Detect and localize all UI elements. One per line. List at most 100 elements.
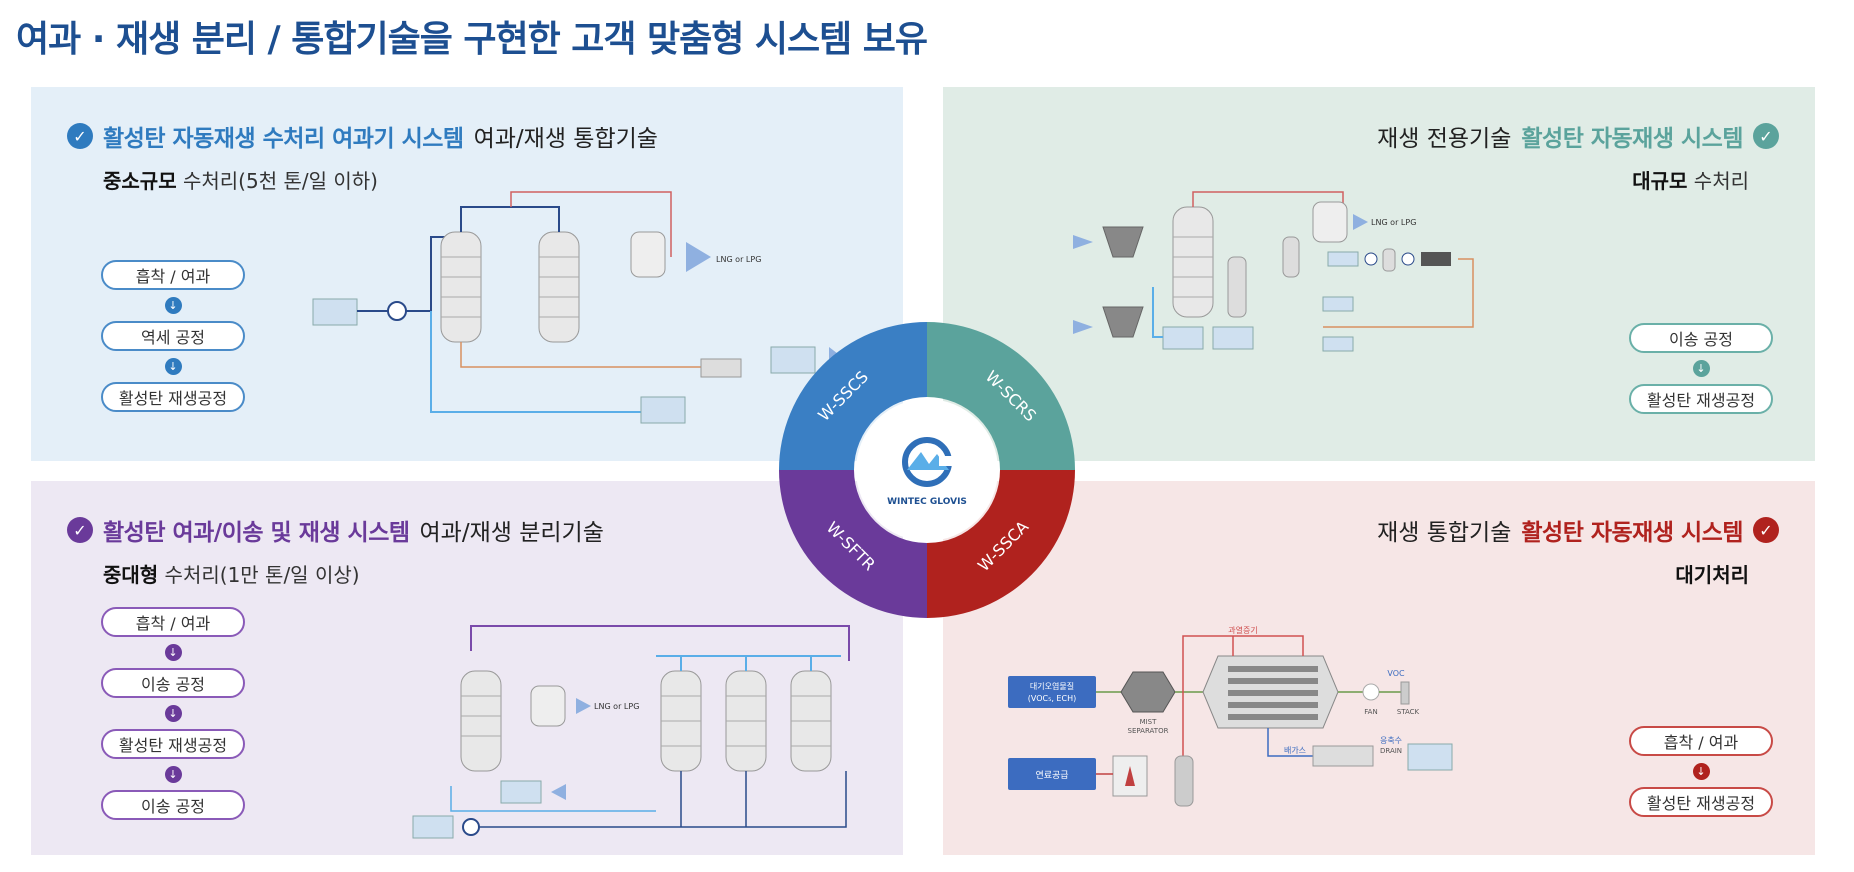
step-pill: 역세 공정: [101, 321, 245, 351]
diagram-label: SEPARATOR: [1128, 727, 1169, 735]
steam-generator-icon: [630, 231, 666, 278]
check-circle-icon: ✓: [67, 517, 93, 543]
diagram-label: 과열증기: [1228, 626, 1257, 635]
arrow-left-icon: [1073, 320, 1093, 334]
column-icon: [1282, 236, 1300, 278]
scale-bold: 중소규모: [103, 169, 177, 193]
step-pill: 흡착 / 여과: [1629, 726, 1773, 756]
diagram-label: (VOC₅, ECH): [1028, 694, 1076, 703]
panel-heading: ✓ 활성탄 자동재생 수처리 여과기 시스템 여과/재생 통합기술: [67, 119, 658, 153]
diagram-label: LNG or LPG: [716, 255, 761, 264]
scale-text: 대기처리: [1675, 559, 1749, 588]
tank-icon: [770, 346, 816, 374]
process-diagram-ssca: 대기오염물질 (VOC₅, ECH) 연료공급 MIST SEPARATOR 과…: [1008, 626, 1453, 807]
check-circle-icon: ✓: [1753, 517, 1779, 543]
reactor-icon: [1172, 206, 1214, 318]
diagram-label: 응축수: [1380, 736, 1402, 745]
steam-generator-icon: [1312, 201, 1348, 243]
pump-icon: [1401, 252, 1415, 266]
panel-heading: 재생 전용기술 활성탄 자동재생 시스템 ✓: [1377, 119, 1779, 153]
segment-ssca: [927, 470, 1075, 618]
tank-icon: [312, 298, 358, 326]
pump-icon: [1364, 252, 1378, 266]
system-name: 활성탄 자동재생 시스템: [1521, 126, 1743, 152]
segment-sftr: [779, 470, 927, 618]
step-pill: 흡착 / 여과: [101, 607, 245, 637]
reactor-icon: [440, 231, 482, 343]
column-icon: [1227, 256, 1247, 318]
process-steps: 흡착 / 여과 ↓ 활성탄 재생공정: [1629, 726, 1773, 817]
tank-icon: [1162, 326, 1204, 350]
arrow-left-icon: [1353, 214, 1368, 230]
tech-type: 여과/재생 통합기술: [473, 126, 658, 152]
stack-icon: [1400, 681, 1410, 705]
arrow-left-icon: [576, 698, 591, 714]
diagram-label: 대기오염물질: [1030, 682, 1074, 691]
tank-icon: [500, 780, 542, 804]
system-ring: W-SSCS W-SCRS W-SFTR W-SSCA: [779, 322, 1075, 618]
scale-bold: 대규모: [1632, 169, 1688, 193]
diagram-label: DRAIN: [1380, 747, 1402, 755]
hopper-icon: [1102, 226, 1144, 258]
filter-icon: [1421, 252, 1451, 266]
heat-exchanger-icon: [700, 358, 742, 378]
panel-scrs: 재생 전용기술 활성탄 자동재생 시스템 ✓ 대규모 수처리 이송 공정 ↓ 활…: [943, 87, 1815, 461]
segment-scrs: [927, 322, 1075, 470]
check-circle-icon: ✓: [67, 123, 93, 149]
arrow-down-icon: ↓: [164, 358, 182, 375]
reactor-icon: [538, 231, 580, 343]
hopper-icon: [1102, 306, 1144, 338]
logo-text: WINTEC GLOVIS: [887, 497, 967, 507]
arrow-down-icon: ↓: [1692, 763, 1710, 780]
scale-text: 중소규모 수처리(5천 톤/일 이하): [103, 165, 378, 194]
scale-rest: 수처리(1만 톤/일 이상): [158, 563, 360, 587]
panel-sftr: ✓ 활성탄 여과/이송 및 재생 시스템 여과/재생 분리기술 중대형 수처리(…: [31, 481, 903, 855]
scale-rest: 수처리: [1687, 169, 1749, 193]
panel-heading: 재생 통합기술 활성탄 자동재생 시스템 ✓: [1377, 513, 1779, 547]
tech-type: 재생 통합기술: [1377, 520, 1512, 546]
fan-icon: [1362, 683, 1380, 701]
diagram-label: FAN: [1364, 708, 1377, 716]
page-title: 여과 · 재생 분리 / 통합기술을 구현한 고객 맞춤형 시스템 보유: [16, 19, 928, 60]
system-name: 활성탄 자동재생 시스템: [1521, 520, 1743, 546]
arrow-down-icon: ↓: [1692, 360, 1710, 377]
scale-bold: 중대형: [103, 563, 159, 587]
process-diagram-sftr: LNG or LPG: [412, 625, 850, 839]
step-pill: 활성탄 재생공정: [1629, 787, 1773, 817]
diagram-label: 연료공급: [1035, 770, 1068, 781]
step-pill: 이송 공정: [1629, 323, 1773, 353]
system-name: 활성탄 자동재생 수처리 여과기 시스템: [103, 126, 464, 152]
pump-icon: [387, 301, 407, 321]
pump-icon: [462, 818, 480, 836]
diagram-label: LNG or LPG: [1371, 218, 1416, 227]
arrow-left-icon: [1073, 235, 1093, 249]
panel-heading: ✓ 활성탄 여과/이송 및 재생 시스템 여과/재생 분리기술: [67, 513, 604, 547]
mist-separator-icon: [1120, 671, 1176, 713]
reactor-icon: [460, 670, 502, 772]
step-pill: 흡착 / 여과: [101, 260, 245, 290]
fuel-supply-box: [1008, 758, 1096, 790]
step-pill: 활성탄 재생공정: [101, 729, 245, 759]
arrow-down-icon: ↓: [164, 705, 182, 722]
wintec-logo-icon: [902, 437, 955, 487]
scale-bold: 대기처리: [1675, 563, 1749, 587]
air-pollutant-box: [1008, 676, 1096, 708]
panel-ssca: 재생 통합기술 활성탄 자동재생 시스템 ✓ 대기처리 흡착 / 여과 ↓ 활성…: [943, 481, 1815, 855]
step-pill: 활성탄 재생공정: [101, 382, 245, 412]
tank-icon: [1212, 326, 1254, 350]
scale-text: 대규모 수처리: [1632, 165, 1749, 194]
diagram-label: LNG or LPG: [594, 702, 639, 711]
step-pill: 이송 공정: [101, 790, 245, 820]
scale-text: 중대형 수처리(1만 톤/일 이상): [103, 559, 360, 588]
arrow-down-icon: ↓: [164, 297, 182, 314]
check-circle-icon: ✓: [1753, 123, 1779, 149]
arrow-left-icon: [686, 242, 711, 272]
diagram-label: VOC: [1387, 669, 1405, 678]
segment-sscs: [779, 322, 927, 470]
diagram-label: STACK: [1397, 708, 1420, 716]
tech-type: 여과/재생 분리기술: [419, 520, 604, 546]
tank-icon: [1327, 251, 1359, 267]
scrubber-icon: [1312, 745, 1374, 767]
diagram-label: 배가스: [1284, 746, 1306, 755]
arrow-down-icon: ↓: [164, 766, 182, 783]
